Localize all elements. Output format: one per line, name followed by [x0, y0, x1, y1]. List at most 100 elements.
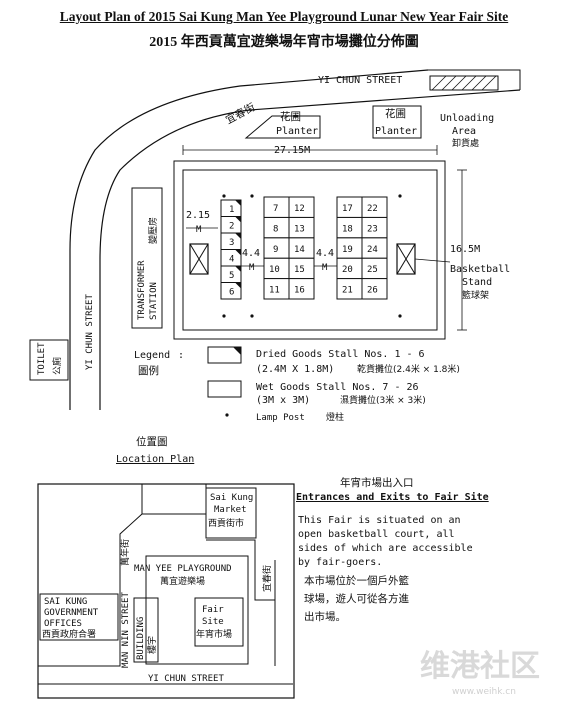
svg-text:籃球架: 籃球架: [462, 289, 489, 301]
svg-text:卸貨處: 卸貨處: [452, 137, 479, 149]
svg-text:濕貨攤位(3米 × 3米): 濕貨攤位(3米 × 3米): [340, 394, 426, 406]
svg-text:open basketball court, all: open basketball court, all: [298, 529, 455, 540]
svg-text:This Fair is situated on an: This Fair is situated on an: [298, 515, 461, 526]
svg-text::: :: [178, 350, 184, 361]
title-english: Layout Plan of 2015 Sai Kung Man Yee Pla…: [59, 9, 509, 24]
svg-text:M: M: [196, 225, 202, 235]
dried-stall-marker: [235, 216, 241, 223]
dimension-gap-left: 2.15 M: [186, 210, 218, 235]
unloading-hatch: [429, 75, 499, 91]
legend: Legend : 圖例 Dried Goods Stall Nos. 1 - 6…: [134, 346, 460, 423]
svg-text:OFFICES: OFFICES: [44, 619, 82, 629]
dried-stall-marker: [235, 249, 241, 256]
stall-number: 16: [294, 286, 305, 296]
street-outlines: [69, 69, 521, 410]
svg-text:维港社区: 维港社区: [420, 649, 540, 684]
dried-stall-marker: [235, 233, 241, 239]
svg-text:M: M: [249, 263, 255, 273]
planter-right: 花圃 Planter: [372, 105, 422, 139]
dried-stall-marker: [235, 282, 241, 289]
basketball-court-inner: [182, 169, 438, 331]
svg-text:www.weihk.cn: www.weihk.cn: [452, 687, 516, 697]
svg-text:TOILET: TOILET: [37, 342, 47, 375]
street-label-yi-chun-zh: 宜春街: [223, 100, 257, 127]
stall-number: 24: [367, 245, 378, 255]
dried-stall-marker: [235, 200, 241, 206]
svg-text:BUILDING: BUILDING: [136, 617, 146, 660]
svg-text:Basketball: Basketball: [450, 264, 510, 275]
stall-number: 22: [367, 204, 378, 214]
svg-text:4.4: 4.4: [242, 248, 260, 259]
svg-text:花圃: 花圃: [280, 110, 301, 123]
stall-number: 1: [229, 205, 234, 215]
svg-text:樓宇: 樓宇: [146, 636, 158, 654]
svg-text:MAN YEE PLAYGROUND: MAN YEE PLAYGROUND: [134, 564, 232, 574]
watermark: 维港社区 www.weihk.cn: [420, 649, 540, 697]
stall-number: 3: [229, 238, 234, 248]
svg-text:Entrances and Exits to Fair Si: Entrances and Exits to Fair Site: [296, 491, 489, 503]
svg-text:Sai Kung: Sai Kung: [210, 493, 253, 503]
planter-left: 花圃 Planter: [244, 110, 321, 139]
svg-text:GOVERNMENT: GOVERNMENT: [44, 608, 99, 618]
location-plan-zh: 位置圖: [136, 435, 168, 448]
stall-number: 5: [229, 271, 234, 281]
basketball-stand-left: [189, 243, 209, 275]
svg-text:公廁: 公廁: [51, 357, 63, 375]
svg-text:球場，遊人可從各方進: 球場，遊人可從各方進: [304, 592, 409, 605]
wet-stall-26: [361, 278, 388, 300]
hatch-lines: [431, 75, 497, 91]
stall-number: 21: [342, 286, 353, 296]
unloading-area-label: Unloading Area 卸貨處: [440, 113, 494, 149]
svg-text:乾貨攤位(2.4米 × 1.8米): 乾貨攤位(2.4米 × 1.8米): [357, 363, 460, 375]
svg-text:STATION: STATION: [149, 282, 159, 320]
stall-number: 8: [273, 224, 278, 234]
svg-text:sides of which are accessible: sides of which are accessible: [298, 543, 473, 554]
basketball-stand-right: [396, 243, 451, 275]
dimension-aisle-left: 4.4 M: [240, 248, 264, 273]
svg-text:16.5M: 16.5M: [450, 244, 480, 255]
stall-number: 15: [294, 265, 305, 275]
svg-text:年宵市場: 年宵市場: [196, 628, 232, 640]
svg-text:圖例: 圖例: [138, 364, 159, 377]
stall-number: 7: [273, 204, 278, 214]
location-map: Sai Kung Market 西貢街市 MAN YEE PLAYGROUND …: [37, 483, 295, 699]
svg-text:(2.4M X 1.8M): (2.4M X 1.8M): [256, 364, 334, 375]
svg-text:YI CHUN STREET: YI CHUN STREET: [148, 674, 224, 684]
svg-text:Unloading: Unloading: [440, 113, 494, 124]
stall-number: 23: [367, 224, 378, 234]
title-chinese: 2015 年西貢萬宜遊樂場年宵市場攤位分佈圖: [149, 35, 419, 50]
svg-text:宜春街: 宜春街: [261, 565, 273, 592]
svg-text:燈柱: 燈柱: [326, 411, 344, 423]
stall-number: 26: [367, 286, 378, 296]
svg-text:Wet Goods Stall Nos. 7 - 26: Wet Goods Stall Nos. 7 - 26: [256, 382, 419, 393]
svg-text:萬宜遊樂場: 萬宜遊樂場: [160, 575, 205, 587]
stall-number: 10: [269, 265, 280, 275]
svg-text:Dried Goods Stall Nos. 1 - 6: Dried Goods Stall Nos. 1 - 6: [256, 349, 425, 360]
location-plan-en: Location Plan: [116, 454, 194, 465]
stall-number: 18: [342, 224, 353, 234]
svg-text:Lamp Post: Lamp Post: [256, 413, 305, 423]
entrances-block: 年宵市場出入口 Entrances and Exits to Fair Site…: [296, 476, 489, 623]
stall-number: 11: [269, 286, 280, 296]
svg-text:M: M: [322, 263, 328, 273]
svg-text:4.4: 4.4: [316, 248, 334, 259]
dimension-aisle-right: 4.4 M: [314, 248, 337, 273]
stall-number: 6: [229, 288, 234, 298]
stall-number: 9: [273, 245, 278, 255]
svg-text:變壓房: 變壓房: [147, 217, 159, 244]
wet-stall-16: [288, 278, 315, 300]
svg-text:SAI KUNG: SAI KUNG: [44, 597, 87, 607]
basketball-stand-label: Basketball Stand 籃球架: [450, 264, 510, 301]
svg-text:27.15M: 27.15M: [274, 145, 310, 156]
street-label-yi-chun-top: YI CHUN STREET: [318, 75, 402, 86]
svg-text:Stand: Stand: [462, 277, 492, 288]
svg-text:TRANSFORMER: TRANSFORMER: [137, 260, 147, 320]
svg-text:西貢街市: 西貢街市: [208, 517, 244, 529]
dimension-height: 16.5M: [450, 169, 480, 331]
street-label-yi-chun-left: YI CHUN STREET: [85, 294, 95, 370]
svg-text:Planter: Planter: [375, 126, 417, 137]
svg-text:Planter: Planter: [276, 126, 318, 137]
toilet-block: TOILET 公廁: [29, 339, 69, 381]
